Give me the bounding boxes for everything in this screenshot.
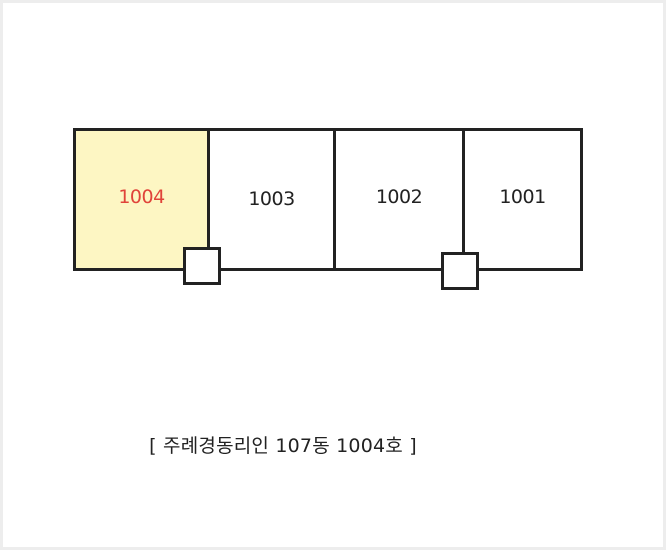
unit-label: 1004 [118, 186, 165, 208]
elevator-box-left [183, 247, 221, 285]
unit-1001: 1001 [462, 131, 580, 268]
unit-1002: 1002 [333, 131, 462, 268]
unit-label: 1002 [375, 186, 423, 208]
unit-label: 1003 [248, 188, 295, 210]
unit-1004: 1004 [76, 131, 207, 268]
floor-plan: 1004 1003 1002 1001 [73, 128, 583, 271]
floor-plan-panel: 1004 1003 1002 1001 [ 주례경동리인 107동 1004호 … [3, 3, 663, 547]
address-caption: [ 주례경동리인 107동 1004호 ] [149, 435, 417, 457]
elevator-box-right [441, 252, 479, 290]
unit-1003: 1003 [207, 131, 333, 268]
unit-label: 1001 [499, 186, 546, 208]
